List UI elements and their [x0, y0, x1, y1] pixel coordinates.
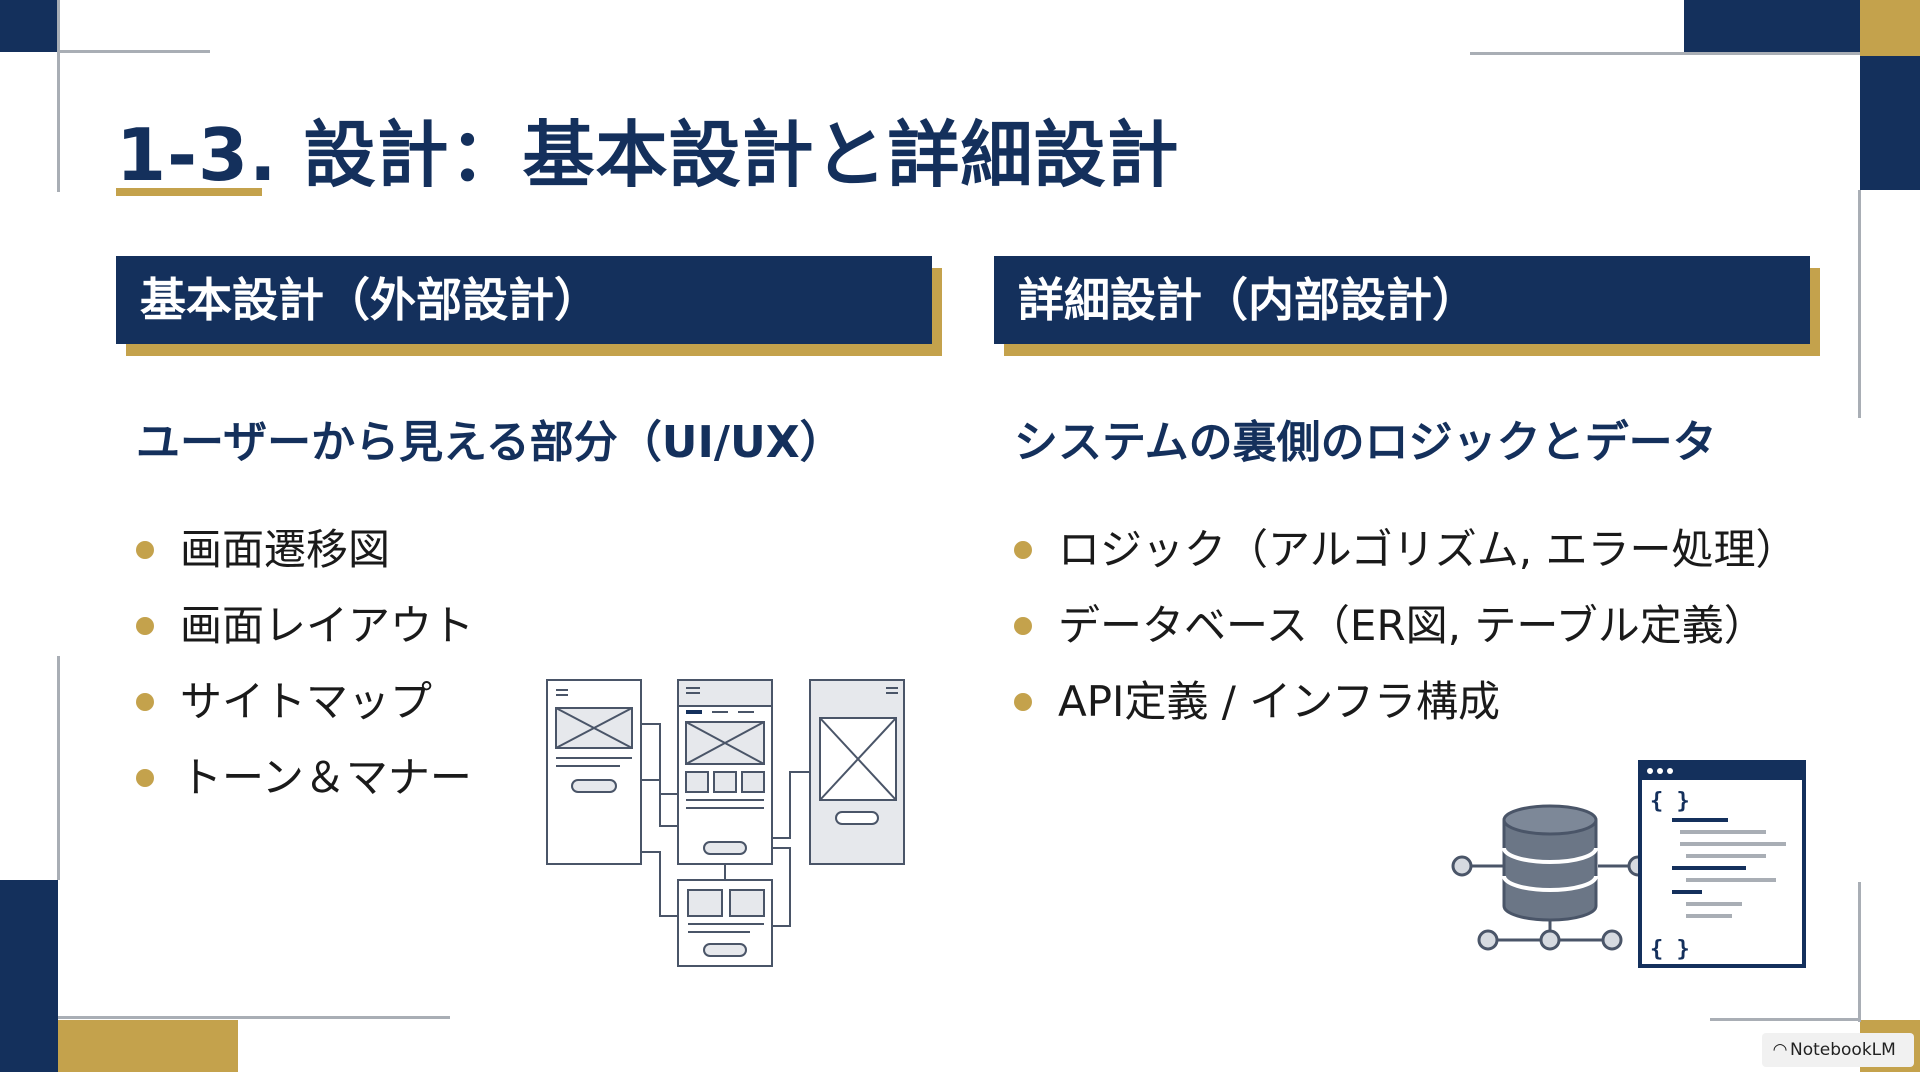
corner-block-top-right	[1684, 0, 1860, 52]
list-item: 画面レイアウト	[136, 588, 474, 664]
page-title: 1-3. 設計：基本設計と詳細設計	[116, 113, 1180, 197]
basic-design-list: 画面遷移図 画面レイアウト サイトマップ トーン＆マナー	[136, 512, 474, 816]
frame-line	[58, 50, 210, 53]
list-item: ロジック（アルゴリズム, エラー処理）	[1014, 512, 1797, 588]
detailed-design-subtitle: システムの裏側のロジックとデータ	[1014, 417, 1717, 468]
notebooklm-label: NotebookLM	[1790, 1040, 1896, 1060]
bullet-icon	[136, 769, 154, 787]
corner-block-top-right-gold	[1860, 0, 1920, 56]
bullet-icon	[1014, 617, 1032, 635]
corner-block-top-left	[0, 0, 58, 52]
list-item-label: サイトマップ	[180, 677, 433, 726]
list-item: 画面遷移図	[136, 512, 474, 588]
list-item: サイトマップ	[136, 664, 474, 740]
corner-block-bottom-left-gold	[58, 1020, 238, 1072]
database-code-icon: { } { }	[1451, 760, 1806, 968]
list-item: データベース（ER図, テーブル定義）	[1014, 588, 1797, 664]
frame-line	[58, 1016, 450, 1019]
list-item-label: データベース（ER図, テーブル定義）	[1058, 601, 1766, 650]
detailed-design-header-label: 詳細設計（内部設計）	[1018, 273, 1478, 327]
frame-line	[1710, 1018, 1860, 1021]
svg-text:{ }: { }	[1650, 789, 1690, 814]
bullet-icon	[136, 693, 154, 711]
list-item-label: API定義 / インフラ構成	[1058, 677, 1501, 726]
bullet-icon	[136, 617, 154, 635]
notebooklm-badge[interactable]: ◠NotebookLM	[1762, 1033, 1914, 1067]
svg-text:{ }: { }	[1650, 937, 1690, 962]
list-item-label: トーン＆マナー	[180, 753, 472, 802]
list-item: トーン＆マナー	[136, 740, 474, 816]
bullet-icon	[1014, 693, 1032, 711]
list-item-label: 画面遷移図	[180, 525, 391, 574]
notebooklm-logo-icon: ◠	[1773, 1040, 1787, 1060]
list-item-label: ロジック（アルゴリズム, エラー処理）	[1058, 525, 1798, 574]
frame-line	[1470, 52, 1860, 55]
basic-design-subtitle: ユーザーから見える部分（UI/UX）	[136, 417, 844, 468]
title-underline	[116, 188, 262, 196]
frame-line	[57, 0, 60, 192]
bullet-icon	[1014, 541, 1032, 559]
basic-design-header-label: 基本設計（外部設計）	[140, 273, 600, 327]
detailed-design-list: ロジック（アルゴリズム, エラー処理） データベース（ER図, テーブル定義） …	[1014, 512, 1797, 740]
basic-design-header: 基本設計（外部設計）	[116, 256, 942, 356]
wireframe-flow-icon	[546, 679, 905, 967]
list-item: API定義 / インフラ構成	[1014, 664, 1797, 740]
list-item-label: 画面レイアウト	[180, 601, 475, 650]
corner-block-bottom-left	[0, 880, 58, 1072]
frame-line	[1858, 190, 1861, 418]
bullet-icon	[136, 541, 154, 559]
frame-line	[1858, 882, 1861, 1022]
frame-line	[57, 656, 60, 880]
corner-block-right	[1860, 56, 1920, 190]
detailed-design-header: 詳細設計（内部設計）	[994, 256, 1820, 356]
